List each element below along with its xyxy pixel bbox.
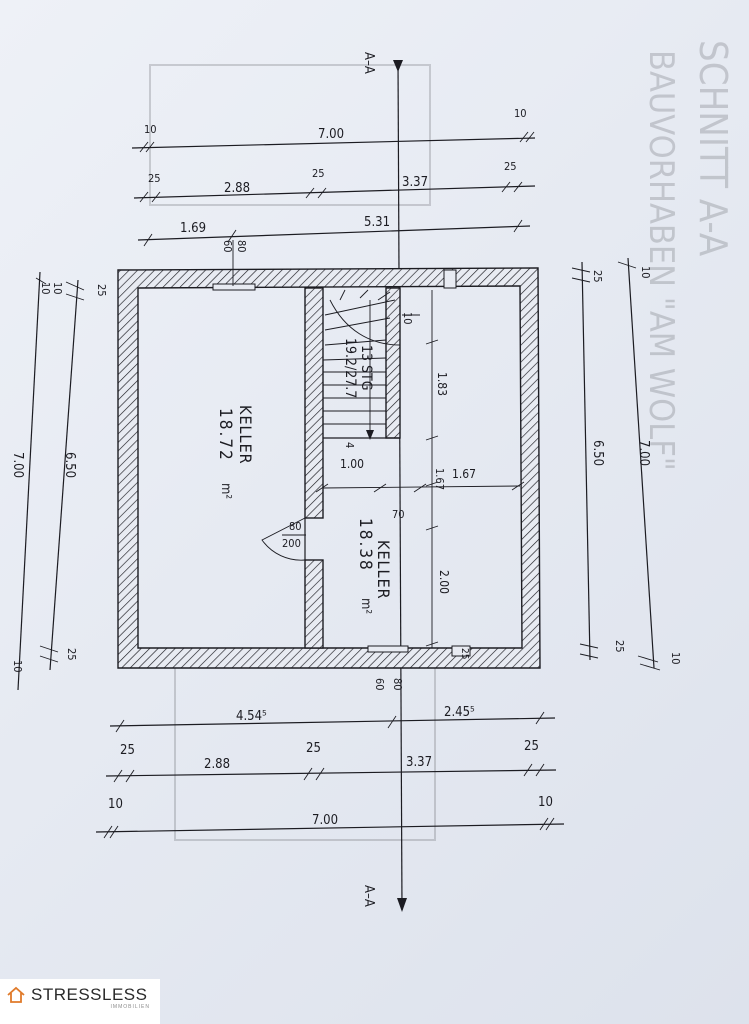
dim-2-00: 2.00 [437,570,451,594]
bottom-row2-seg-left: 2.88 [204,757,230,772]
dims-right: 10 25 6.50 7.00 25 10 [571,257,682,671]
stairs-dim-10: 10 [401,312,414,325]
bottom-row2-left: 25 [120,743,135,758]
left-outer: 7.00 [10,452,25,478]
right-bot-a: 25 [613,640,626,653]
top-row3-seg-left: 1.69 [180,221,206,236]
top-row2-left: 25 [148,172,161,185]
top-row2-right: 25 [504,160,517,173]
logo-subtitle: IMMOBILIEN [110,1004,150,1010]
room-left-area: 18.72 [215,408,235,462]
right-top-a: 10 [639,266,652,279]
stairs-dim-4: 4 [343,442,356,448]
dims-bottom: 4.54⁵ 2.45⁵ 25 2.88 25 3.37 25 10 7.00 1… [95,705,565,839]
title-block: SCHNITT A-A BAUVORHABEN "AM WOLF" [149,40,735,841]
window-bottom-height: 60 [373,678,386,691]
room-right-name: KELLER [374,540,393,600]
top-row3-seg-right: 5.31 [364,215,390,230]
room-right-unit: m² [358,598,373,614]
window-bottom: 60 80 [367,645,409,691]
bottom-row2-mid: 25 [306,741,321,756]
bottom-row1-seg-left: 4.54⁵ [236,709,267,724]
door-width: 80 [289,520,302,533]
dim-1-67-a: 1.67 [433,468,446,490]
dims-top: 10 7.00 10 25 2.88 25 3.37 25 1.69 5.31 [131,107,536,247]
title-line-2: BAUVORHABEN "AM WOLF" [641,50,681,471]
room-left-unit: m² [218,483,233,499]
left-bot-b: 10 [11,660,24,673]
left-top-c: 25 [95,284,108,297]
dim-70: 70 [392,508,405,521]
window-small-top-right [443,269,457,289]
window-small-bottom-right: 25 [451,645,471,659]
walls [117,267,541,669]
top-row2-seg-left: 2.88 [224,181,250,196]
logo-name: STRESSLESS [31,985,148,1004]
bottom-row1-seg-right: 2.45⁵ [444,705,475,720]
section-line-a-a: A–A A–A [361,52,407,912]
bottom-row2-seg-right: 3.37 [406,755,432,770]
door: 80 200 [261,517,306,561]
window-bottom-width: 80 [391,678,404,691]
left-top-b: 10 [51,282,64,295]
top-row2-mid: 25 [312,167,325,180]
bottom-row2-right: 25 [524,739,539,754]
left-top-a: 10 [39,282,52,295]
left-bot-a: 25 [65,648,78,661]
staircase: 13 STG 19.2/27.7 10 4 [322,289,420,448]
top-row1-left: 10 [144,123,157,136]
top-row1-right: 10 [514,107,527,120]
left-inner: 6.50 [62,452,77,478]
dim-25-corner: 25 [459,648,470,659]
window-top-width: 80 [235,240,248,253]
stairs-ratio: 19.2/27.7 [342,338,358,398]
section-label-bottom: A–A [361,885,376,907]
right-outer: 7.00 [636,440,651,466]
dim-1-00: 1.00 [340,457,364,471]
room-left-name: KELLER [236,405,255,465]
room-right-area: 18.38 [355,518,375,572]
right-bot-b: 10 [669,652,682,665]
dim-1-67-b: 1.67 [452,467,476,481]
dims-left: 10 10 25 6.50 7.00 25 10 [10,271,108,691]
interior-dimensions: 1.83 1.67 2.00 1.00 1.67 70 [315,290,525,648]
room-left: KELLER 18.72 m² [215,405,255,499]
house-icon [7,986,25,1003]
title-line-1: SCHNITT A-A [691,40,735,257]
window-top: 60 80 [212,240,256,291]
section-label-top: A–A [361,52,376,74]
window-top-height: 60 [221,240,234,253]
bottom-row3-total: 7.00 [312,813,338,828]
right-inner: 6.50 [590,440,605,466]
brand-logo: STRESSLESS IMMOBILIEN [0,979,160,1024]
bottom-row3-right: 10 [538,795,553,810]
top-row2-seg-right: 3.37 [402,175,428,190]
dim-1-83: 1.83 [435,372,449,396]
stairs-steps: 13 STG [358,345,374,390]
top-row1-total: 7.00 [318,127,344,142]
bottom-row3-left: 10 [108,797,123,812]
door-height: 200 [282,537,301,550]
right-top-b: 25 [591,270,604,283]
room-right: KELLER 18.38 m² [355,518,393,614]
